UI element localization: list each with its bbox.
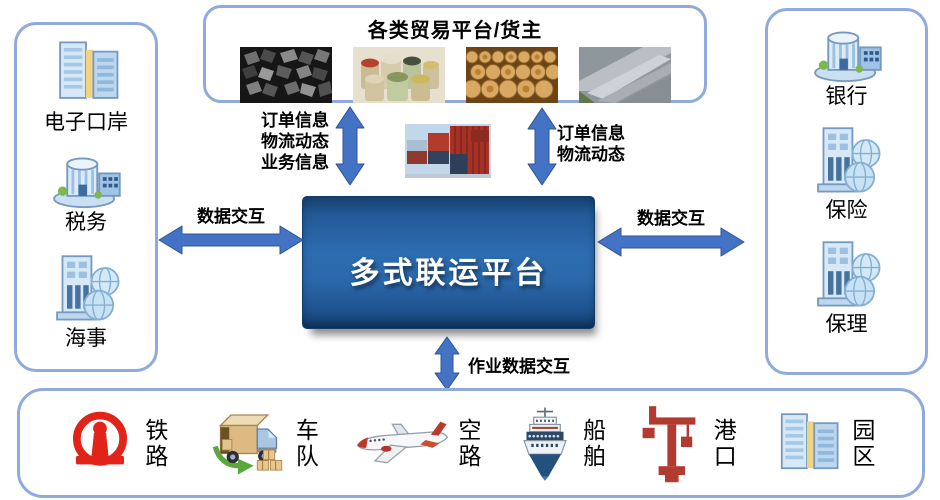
ship-icon xyxy=(516,404,574,482)
platform-title: 多式联运平台 xyxy=(349,256,548,290)
operation-data-arrow-bottom xyxy=(434,336,460,391)
carrier-label: 铁路 xyxy=(145,417,169,469)
crane-icon xyxy=(641,401,705,485)
left-item-label: 海事 xyxy=(65,327,107,350)
trade-platforms-panel: 各类贸易平台/货主 xyxy=(203,5,707,103)
carrier-item-park: 园区 xyxy=(771,407,877,479)
containers-photo xyxy=(405,124,491,178)
multimodal-platform-box: 多式联运平台 xyxy=(302,196,595,329)
financial-institutions-panel: 银行 保险 保理 xyxy=(765,8,928,375)
steel-sheets-photo xyxy=(579,47,671,103)
grain-sacks-photo xyxy=(353,47,445,103)
order-info-label-left: 订单信息 物流动态 业务信息 xyxy=(261,111,329,172)
data-exchange-arrow-right xyxy=(597,227,745,257)
data-exchange-label-left: 数据交互 xyxy=(197,207,265,226)
airplane-icon xyxy=(354,419,450,468)
carrier-item-ship: 船舶 xyxy=(516,404,608,482)
government-agencies-panel: 电子口岸 税务 海事 xyxy=(14,22,158,372)
order-info-label-right: 订单信息 物流动态 xyxy=(557,124,625,164)
data-exchange-arrow-left xyxy=(158,225,304,255)
order-info-arrow-left xyxy=(335,106,365,186)
carrier-item-port: 港口 xyxy=(641,401,739,485)
carriers-panel: 铁路 车队 空路 船舶 港口 园区 xyxy=(17,388,925,498)
twin-buildings-icon xyxy=(49,35,123,109)
rotunda-building-icon xyxy=(46,149,126,209)
railway-logo-icon xyxy=(64,407,136,479)
building-globes-icon xyxy=(809,235,885,311)
carrier-label: 空路 xyxy=(458,417,482,469)
carrier-label: 船舶 xyxy=(583,417,607,469)
trade-platforms-title: 各类贸易平台/货主 xyxy=(367,20,543,42)
carrier-label: 港口 xyxy=(713,417,737,469)
coal-photo xyxy=(240,47,332,103)
cargo-photo-row xyxy=(206,47,704,103)
right-item-label: 保理 xyxy=(825,313,868,336)
twin-buildings-icon xyxy=(771,407,843,479)
building-globes-icon xyxy=(48,249,124,325)
data-exchange-label-right: 数据交互 xyxy=(637,209,705,228)
truck-icon xyxy=(203,406,287,480)
right-item-label: 保险 xyxy=(825,199,868,222)
carrier-item-air: 空路 xyxy=(354,417,484,469)
operation-data-label: 作业数据交互 xyxy=(468,357,570,376)
left-item-label: 税务 xyxy=(65,211,107,234)
order-info-arrow-right xyxy=(527,107,557,186)
timber-logs-photo xyxy=(466,47,558,103)
right-item-label: 银行 xyxy=(825,85,868,108)
carrier-item-railway: 铁路 xyxy=(64,407,170,479)
rotunda-building-icon xyxy=(807,23,887,83)
carrier-label: 车队 xyxy=(295,417,319,469)
left-item-label: 电子口岸 xyxy=(44,111,128,134)
building-globes-icon xyxy=(809,121,885,197)
carrier-label: 园区 xyxy=(852,417,876,469)
carrier-item-fleet: 车队 xyxy=(203,406,321,480)
